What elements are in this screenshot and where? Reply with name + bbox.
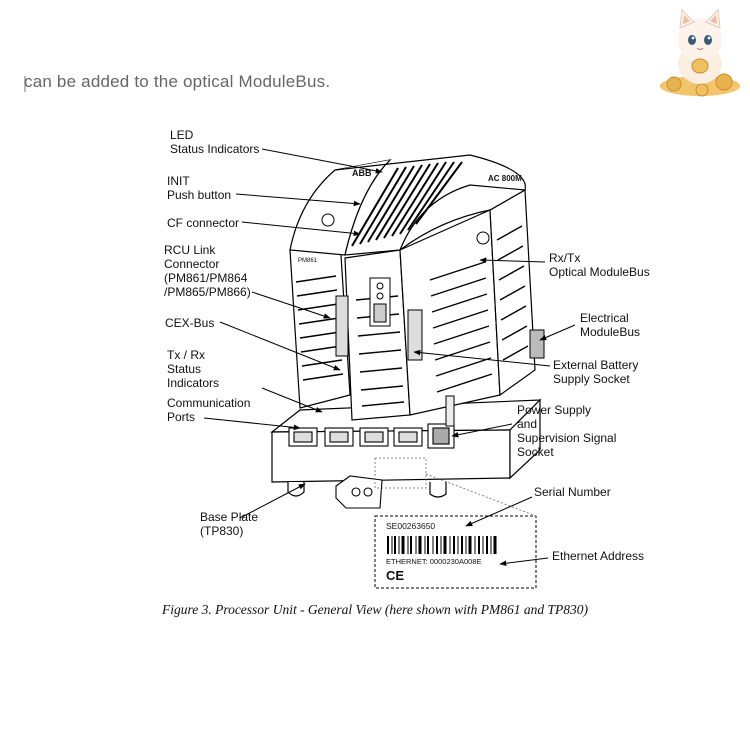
ethernet-address-text: ETHERNET: 0000230A008E [386,557,482,566]
device-product: AC 800M [488,174,522,183]
serial-sticker [374,457,537,589]
label-optical-modulebus: Rx/Tx Optical ModuleBus [549,251,650,279]
label-comm-ports: Communication Ports [167,396,251,424]
device-model: PM861 [298,258,318,264]
figure-caption: Figure 3. Processor Unit - General View … [161,602,589,617]
label-led-status: LED Status Indicators [170,128,260,156]
bottom-connector [335,475,383,509]
ce-mark: CE [386,568,405,583]
page-text-fragment: can be added to the optical ModuleBus. [24,72,331,91]
front-panel-detail [321,213,545,427]
text-cursor-mark [24,76,26,92]
serial-number-text: SE00263650 [386,521,436,531]
label-cf-connector: CF connector [167,216,240,230]
barcode [387,536,497,554]
cat-mascot-icon [660,8,740,97]
label-rcu-link: RCU Link Connector (PM861/PM864 /PM865/P… [164,243,251,299]
label-serial-number: Serial Number [534,485,611,499]
label-base-plate: Base Plate (TP830) [200,510,259,538]
label-power-supply: Power Supply and Supervision Signal Sock… [517,403,617,459]
label-cex-bus: CEX-Bus [165,316,215,330]
label-electrical-modulebus: Electrical ModuleBus [580,311,641,339]
label-ethernet-address: Ethernet Address [552,549,645,563]
processor-housing [289,154,536,421]
label-init-button: INIT Push button [167,174,232,202]
label-battery-socket: External Battery Supply Socket [553,358,639,386]
comm-ports [288,423,455,449]
label-txrx-indicators: Tx / Rx Status Indicators [167,348,220,390]
device-brand: ABB [352,168,372,178]
leader-lines [203,148,576,566]
